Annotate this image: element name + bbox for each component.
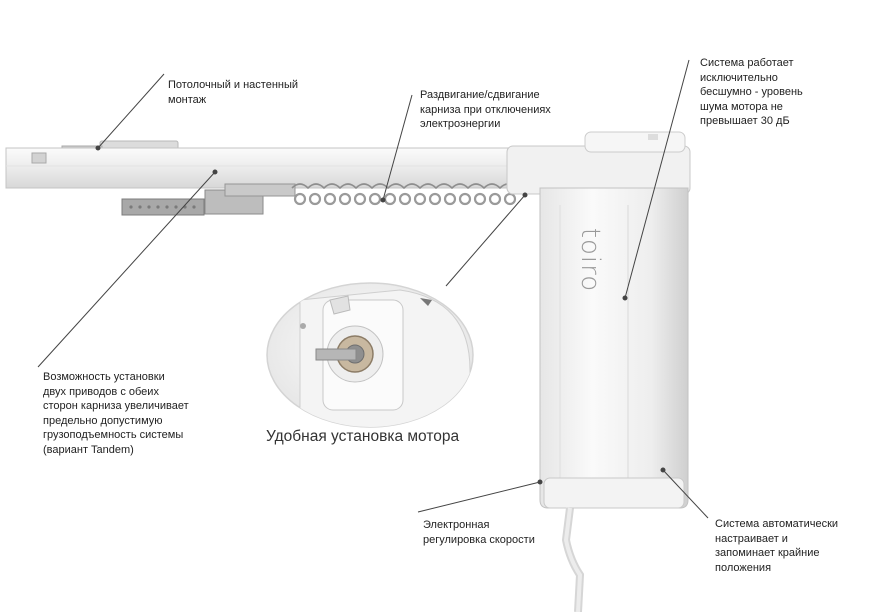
belt-carrier	[121, 183, 296, 216]
callout-speed: Электронная регулировка скорости	[423, 518, 535, 547]
callout-manual-operation-text: Раздвигание/сдвигание карниза при отключ…	[420, 89, 551, 130]
motor-body	[539, 187, 689, 509]
leader-lines	[37, 59, 709, 519]
callout-mount-text: Потолочный и настенный монтаж	[168, 79, 299, 106]
callout-limits-text: Система автоматически настраивает и запо…	[715, 518, 839, 574]
callout-manual-operation: Раздвигание/сдвигание карниза при отключ…	[420, 88, 551, 132]
curtain-rail	[5, 147, 519, 189]
callout-mount: Потолочный и настенный монтаж	[168, 78, 298, 107]
callout-tandem: Возможность установки двух приводов с об…	[43, 370, 189, 457]
motor-mount-caption: Удобная установка мотора	[266, 428, 460, 445]
motor-mount-detail	[266, 282, 474, 428]
power-cable	[561, 507, 585, 612]
callout-speed-text: Электронная регулировка скорости	[423, 519, 535, 546]
brand-logo: toiro	[575, 227, 606, 293]
callout-tandem-text: Возможность установки двух приводов с об…	[43, 371, 189, 456]
callout-silent: Система работает исключительно бесшумно …	[700, 56, 803, 129]
callout-silent-text: Система работает исключительно бесшумно …	[700, 57, 803, 127]
callout-limits: Система автоматически настраивает и запо…	[715, 517, 838, 575]
motor-head	[506, 131, 691, 195]
curtain-runners	[291, 183, 517, 206]
